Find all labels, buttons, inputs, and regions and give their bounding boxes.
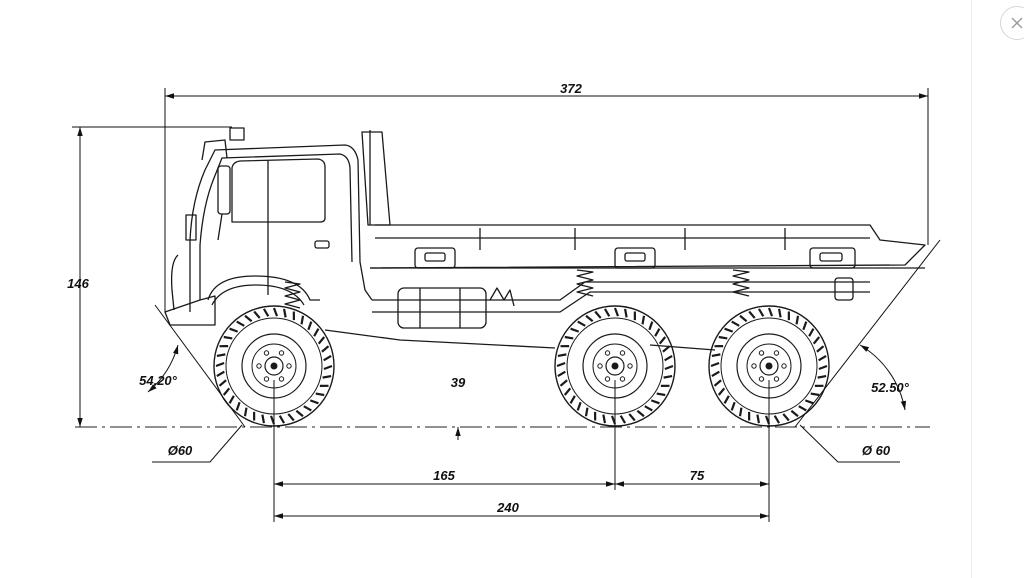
height-label: 146 [67,276,89,291]
axle-spacing-mid-rear-label: 75 [690,468,705,483]
ground-clearance-label: 39 [451,375,466,390]
dimension-lines [72,88,941,522]
close-icon [1011,17,1023,29]
panel-divider [971,0,972,578]
axle-spacing-front-mid-label: 165 [433,468,455,483]
close-button[interactable] [1000,6,1024,40]
rear-wheel-diameter-label: Ø 60 [862,443,891,458]
wheelbase-label: 240 [496,500,519,515]
front-wheel-diameter-label: Ø60 [168,443,193,458]
wheel-rear [708,305,830,427]
wheels [213,305,830,427]
departure-angle-label: 52.50° [871,380,910,395]
approach-angle-label: 54.20° [139,373,178,388]
truck-body [164,127,926,351]
wheel-middle [554,305,676,427]
overall-length-label: 372 [560,81,582,96]
